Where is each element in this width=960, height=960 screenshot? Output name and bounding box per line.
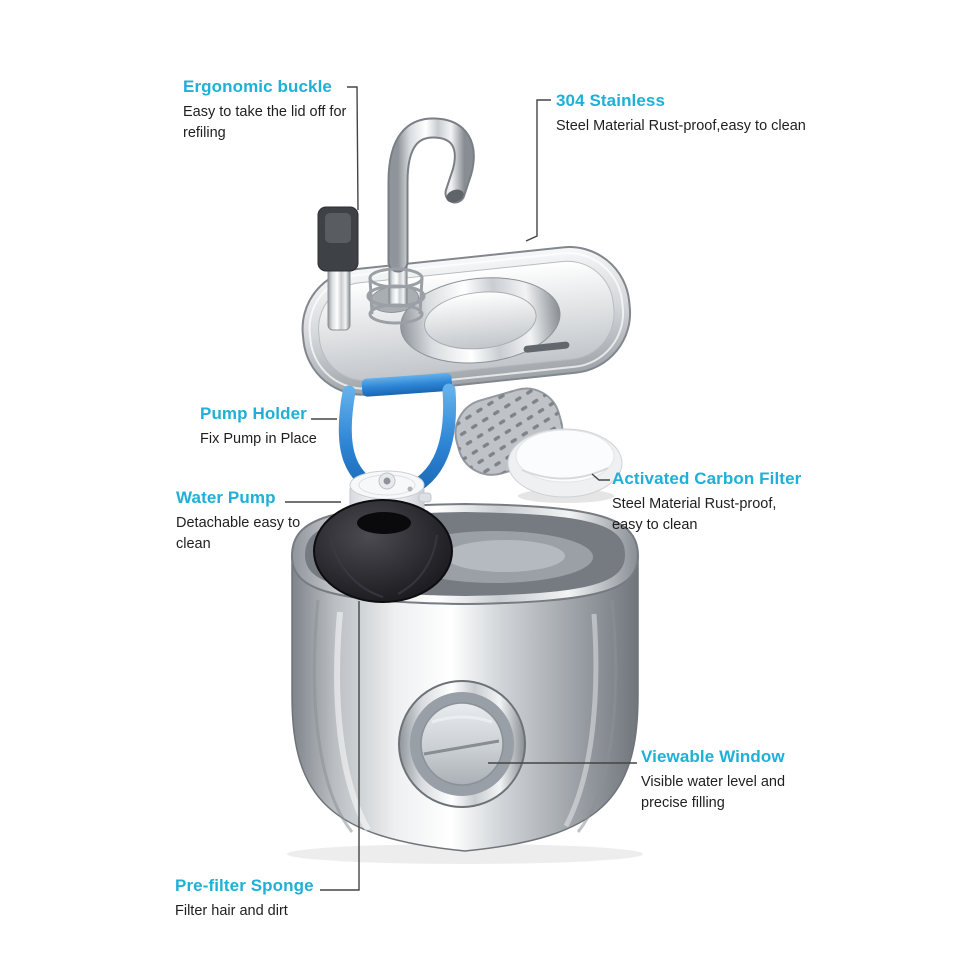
prefilter-sponge-part bbox=[313, 499, 453, 603]
label-water-pump: Water Pump Detachable easy to clean bbox=[176, 488, 306, 556]
faucet-spout bbox=[387, 117, 475, 307]
buckle-clip bbox=[317, 206, 359, 331]
label-desc-viewable-window: Visible water level and precise filling bbox=[641, 774, 786, 812]
label-desc-prefilter-sponge: Filter hair and dirt bbox=[175, 903, 288, 919]
label-title-carbon-filter: Activated Carbon Filter bbox=[612, 469, 802, 488]
label-desc-ergonomic-buckle: Easy to take the lid off for refiling bbox=[183, 104, 347, 142]
carbon-filter-part bbox=[507, 428, 623, 503]
label-carbon-filter: Activated Carbon Filter Steel Material R… bbox=[612, 469, 801, 537]
viewable-window bbox=[398, 680, 526, 808]
lid-tray bbox=[301, 246, 632, 396]
label-stainless-304: 304 Stainless Steel Material Rust-proof,… bbox=[556, 91, 866, 137]
label-viewable-window: Viewable Window Visible water level and … bbox=[641, 747, 801, 815]
label-desc-stainless-304: Steel Material Rust-proof,easy to clean bbox=[556, 118, 806, 134]
label-ergonomic-buckle: Ergonomic buckle Easy to take the lid of… bbox=[183, 77, 348, 145]
label-desc-water-pump: Detachable easy to clean bbox=[176, 515, 301, 553]
label-title-pump-holder: Pump Holder bbox=[200, 404, 307, 423]
label-title-viewable-window: Viewable Window bbox=[641, 747, 785, 766]
connector-carbon-filter bbox=[591, 473, 610, 481]
spout-holder-rings bbox=[366, 267, 426, 325]
label-prefilter-sponge: Pre-filter Sponge Filter hair and dirt bbox=[175, 876, 355, 922]
label-title-stainless-304: 304 Stainless bbox=[556, 91, 666, 110]
connectors bbox=[285, 86, 637, 891]
label-title-water-pump: Water Pump bbox=[176, 488, 276, 507]
connector-stainless-304 bbox=[525, 99, 551, 242]
connector-prefilter-sponge bbox=[320, 601, 360, 891]
label-pump-holder: Pump Holder Fix Pump in Place bbox=[200, 404, 350, 450]
label-desc-carbon-filter: Steel Material Rust-proof, easy to clean bbox=[612, 496, 777, 534]
label-title-prefilter-sponge: Pre-filter Sponge bbox=[175, 876, 314, 895]
label-title-ergonomic-buckle: Ergonomic buckle bbox=[183, 77, 332, 96]
label-desc-pump-holder: Fix Pump in Place bbox=[200, 431, 317, 447]
connector-ergonomic-buckle bbox=[347, 86, 359, 211]
